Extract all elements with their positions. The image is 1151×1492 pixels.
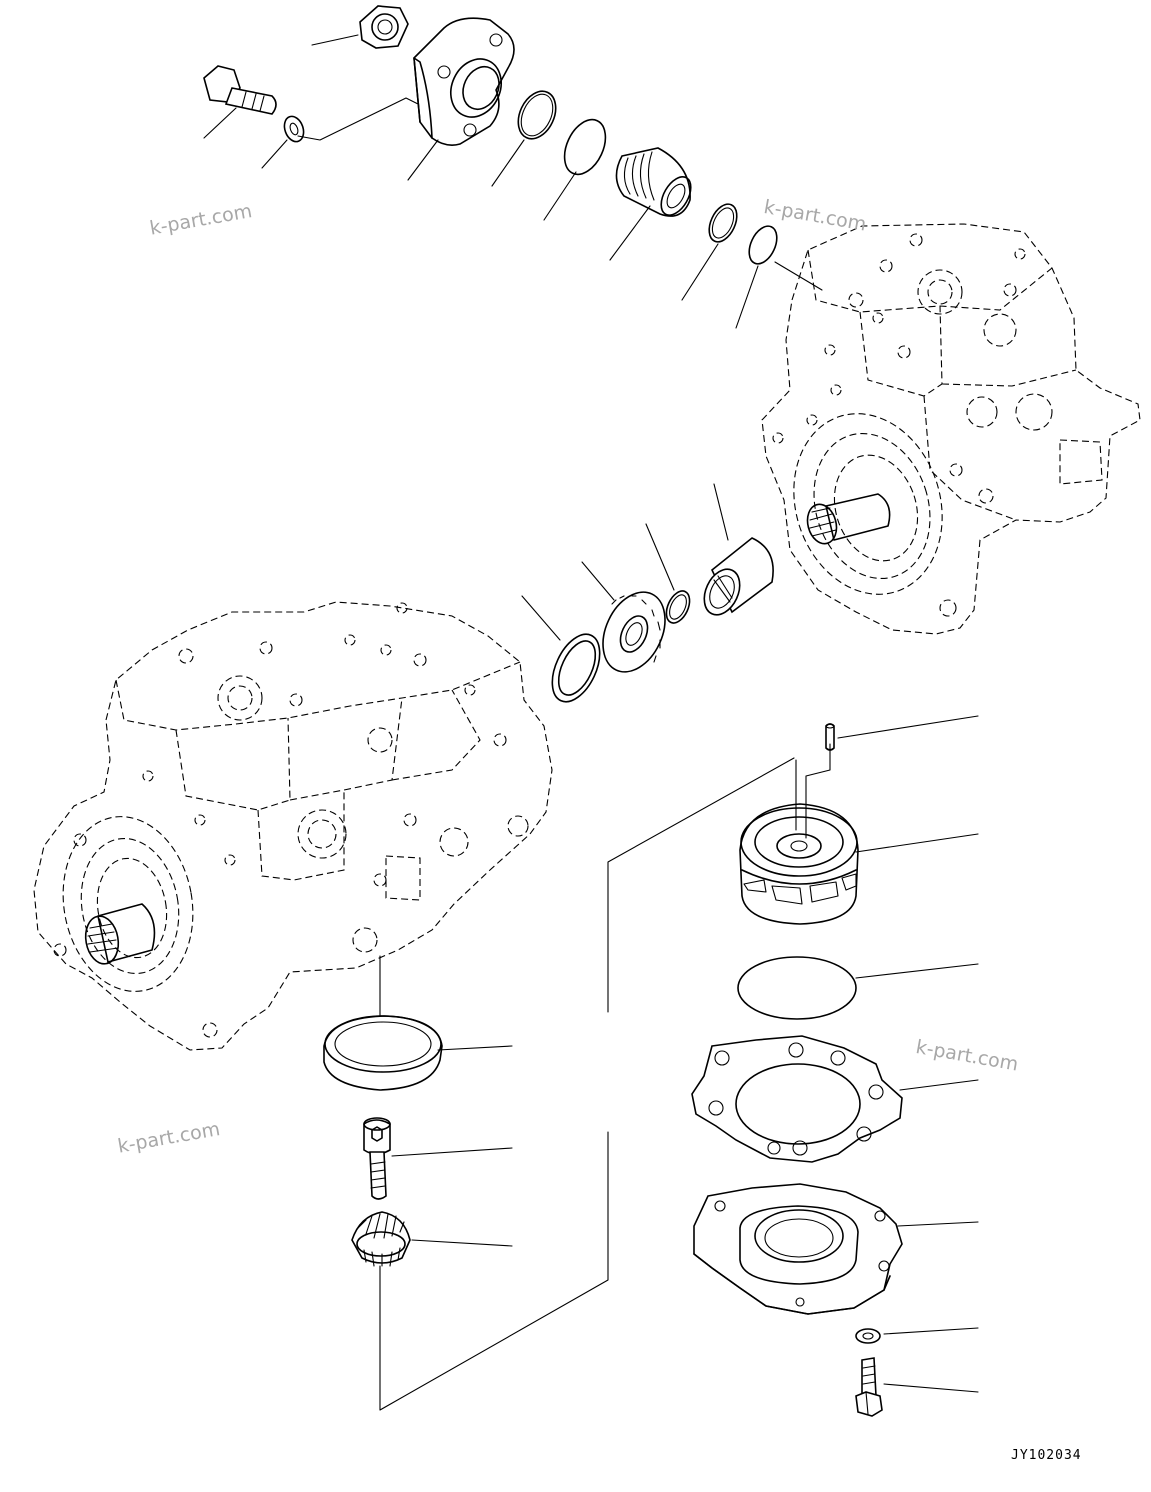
thrust-washer-part xyxy=(551,633,601,703)
leader-lines-middle xyxy=(521,483,729,641)
pump-cover-housing-part xyxy=(739,803,859,925)
bevel-gear-part xyxy=(351,1211,411,1267)
o-ring-large-part xyxy=(563,118,607,176)
cover-plate-part xyxy=(693,1183,903,1315)
o-ring-spool-2-part xyxy=(748,225,778,265)
cover-bolt-part xyxy=(855,1357,883,1417)
dowel-pin-part xyxy=(825,723,835,751)
main-pump-body-right xyxy=(761,223,1141,635)
snap-ring-part xyxy=(665,590,691,624)
spool-part xyxy=(615,147,692,217)
o-ring-large-cover-part xyxy=(737,956,857,1020)
bushing-part xyxy=(703,537,774,616)
flange-block-part xyxy=(413,17,515,146)
o-ring-spool-1-part xyxy=(708,203,738,243)
seal-ring-part xyxy=(323,1015,443,1091)
drive-gear-part xyxy=(602,591,666,673)
flange-bolt-part xyxy=(203,65,277,115)
gasket-part xyxy=(691,1035,903,1163)
o-ring-small-part xyxy=(517,90,557,140)
drawing-id-label: JY102034 xyxy=(1011,1448,1082,1463)
cover-washer-part xyxy=(855,1328,881,1344)
hex-nut-part xyxy=(359,5,409,49)
main-pump-body-left xyxy=(33,601,553,1051)
leader-lines-top xyxy=(203,34,823,329)
washer-part xyxy=(283,115,305,143)
leader-lines-lower xyxy=(379,715,979,1411)
cap-screw-part xyxy=(363,1117,391,1200)
